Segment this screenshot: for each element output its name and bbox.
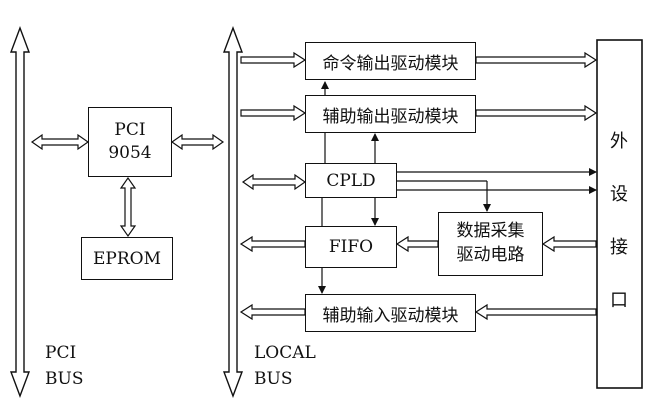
- local-bus-to-aux-out-arrow: [240, 104, 307, 122]
- eprom-label: EPROM: [93, 248, 161, 269]
- local-bus-arrow: [222, 26, 244, 398]
- 9054-to-local-bus-arrow: [170, 133, 225, 151]
- aux-in-label: 辅助输入驱动模块: [322, 305, 459, 326]
- peripheral-to-aux-in-arrow: [474, 303, 597, 321]
- local-bus-to-cmd-out-arrow: [240, 51, 307, 69]
- aux-in-block: 辅助输入驱动模块: [305, 294, 476, 332]
- peripheral-char-1: 外: [610, 131, 628, 152]
- pci-bus-arrow: [9, 26, 31, 398]
- peripheral-to-daq-arrow: [541, 235, 597, 253]
- fifo-label: FIFO: [328, 237, 374, 257]
- fifo-block: FIFO: [305, 226, 397, 268]
- fifo-to-local-bus-arrow: [239, 235, 306, 253]
- peripheral-interface-box: [596, 39, 643, 389]
- cpld-block: CPLD: [305, 163, 397, 198]
- daq-label-line1: 数据采集: [456, 221, 525, 242]
- cmd-out-to-peripheral-arrow: [475, 51, 598, 69]
- local-bus-label-line1: LOCAL: [254, 343, 316, 363]
- pci9054-block: PCI 9054: [88, 107, 172, 177]
- pci-bus-to-9054-arrow: [30, 133, 90, 151]
- pci-bus-label-line2: BUS: [45, 369, 84, 389]
- cmd-out-label: 命令输出驱动模块: [322, 53, 459, 74]
- daq-label-line2: 驱动电路: [456, 245, 525, 265]
- aux-out-block: 辅助输出驱动模块: [305, 95, 476, 133]
- peripheral-char-4: 口: [610, 290, 628, 311]
- 9054-to-eprom-arrow: [119, 176, 137, 238]
- cpld-label: CPLD: [326, 170, 376, 191]
- local-bus-label-line2: BUS: [254, 369, 293, 389]
- peripheral-char-2: 设: [610, 184, 628, 205]
- aux-out-label: 辅助输出驱动模块: [322, 106, 459, 127]
- aux-in-to-local-bus-arrow: [239, 303, 306, 321]
- eprom-block: EPROM: [81, 237, 173, 280]
- cmd-out-block: 命令输出驱动模块: [305, 42, 476, 80]
- local-bus-to-cpld-arrow: [241, 173, 307, 191]
- daq-to-fifo-arrow: [395, 235, 439, 253]
- pci9054-label-line1: PCI: [114, 120, 146, 141]
- pci-bus-label-line1: PCI: [45, 343, 77, 363]
- pci9054-label-line2: 9054: [108, 143, 152, 163]
- daq-block: 数据采集 驱动电路: [438, 212, 543, 276]
- aux-out-to-peripheral-arrow: [475, 104, 598, 122]
- peripheral-char-3: 接: [610, 237, 628, 258]
